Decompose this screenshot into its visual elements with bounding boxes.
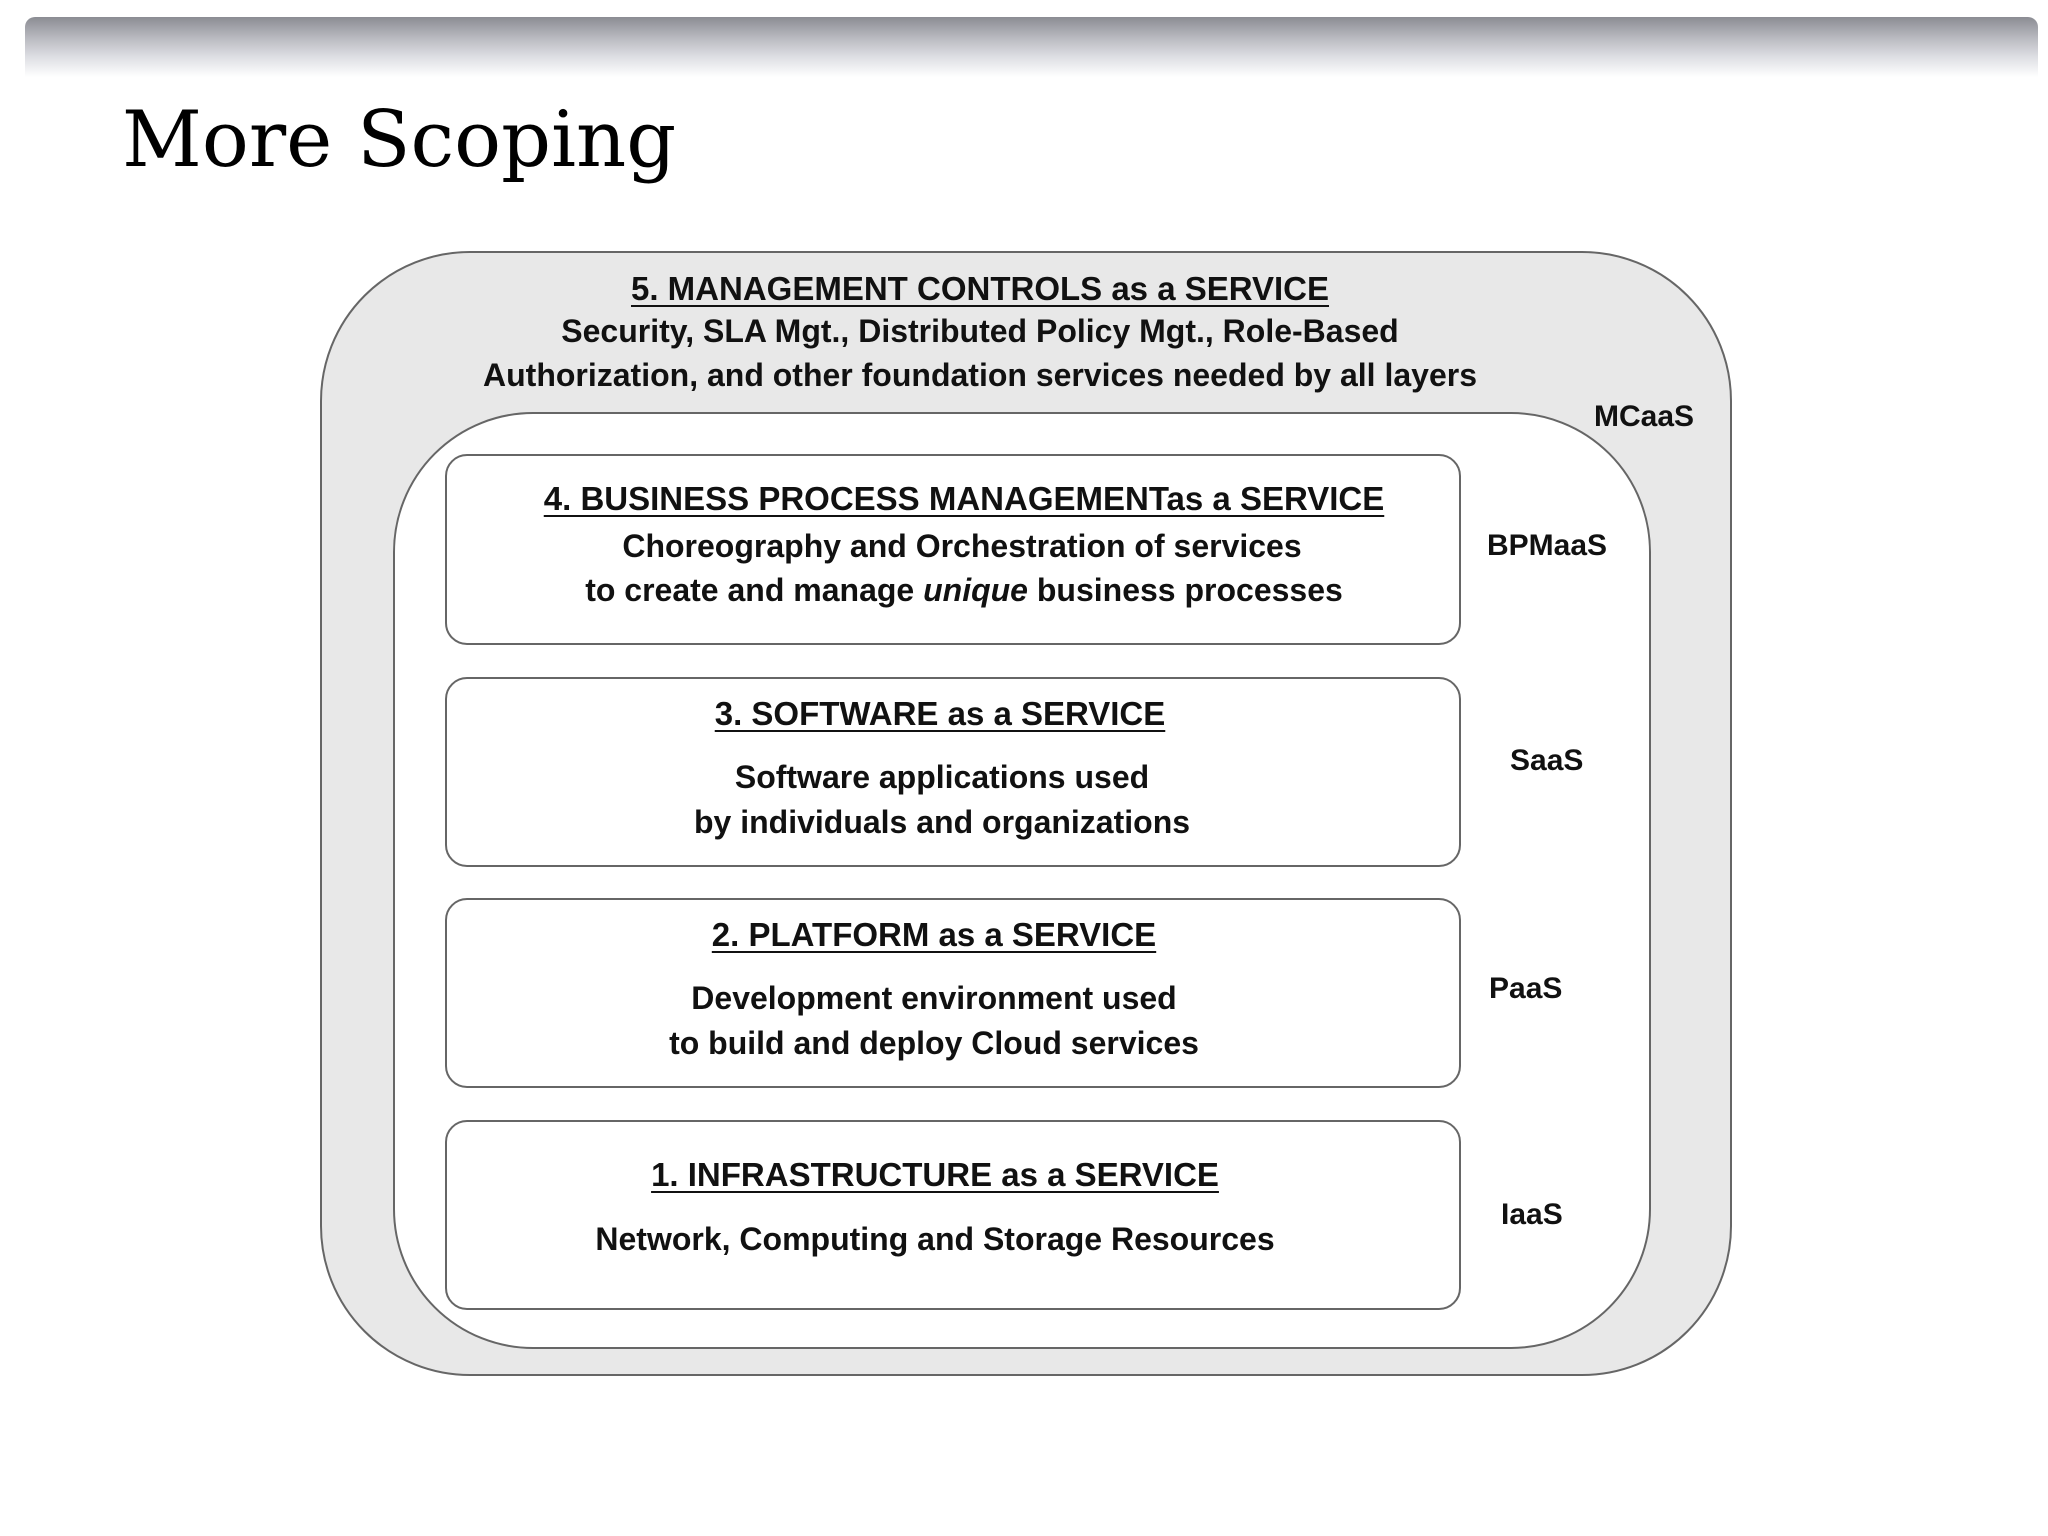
title-bar-gradient <box>25 17 2038 77</box>
software-abbreviation: SaaS <box>1510 744 1584 777</box>
business-process-heading: 4. BUSINESS PROCESS MANAGEMENTas a SERVI… <box>543 480 1385 517</box>
business-process-description-line2: to create and manage unique business pro… <box>585 574 1343 606</box>
software-description-line2: by individuals and organizations <box>693 804 1191 840</box>
infrastructure-abbreviation: IaaS <box>1501 1198 1563 1231</box>
management-abbreviation: MCaaS <box>1594 400 1695 433</box>
management-description-line2: Authorization, and other foundation serv… <box>483 357 1477 393</box>
business-process-layer-box <box>445 454 1461 645</box>
bpm-line2-start: to create and manage <box>585 572 924 608</box>
platform-description-line2: to build and deploy Cloud services <box>669 1025 1199 1061</box>
infrastructure-heading: 1. INFRASTRUCTURE as a SERVICE <box>651 1156 1219 1193</box>
infrastructure-layer-box <box>445 1120 1461 1310</box>
management-heading: 5. MANAGEMENT CONTROLS as a SERVICE <box>630 270 1330 307</box>
management-description-line1: Security, SLA Mgt., Distributed Policy M… <box>561 313 1399 349</box>
bpm-line2-emphasis: unique <box>923 572 1028 608</box>
software-layer-box <box>445 677 1461 867</box>
software-heading: 3. SOFTWARE as a SERVICE <box>714 695 1166 732</box>
business-process-description-line1: Choreography and Orchestration of servic… <box>622 528 1302 564</box>
business-process-abbreviation: BPMaaS <box>1487 529 1608 562</box>
platform-heading: 2. PLATFORM as a SERVICE <box>711 916 1157 953</box>
bpm-line2-end: business processes <box>1027 572 1343 608</box>
slide-title: More Scoping <box>122 95 677 185</box>
software-description-line1: Software applications used <box>734 759 1150 795</box>
platform-abbreviation: PaaS <box>1489 972 1563 1005</box>
infrastructure-description-line1: Network, Computing and Storage Resources <box>595 1221 1275 1257</box>
platform-layer-box <box>445 898 1461 1088</box>
platform-description-line1: Development environment used <box>691 980 1177 1016</box>
